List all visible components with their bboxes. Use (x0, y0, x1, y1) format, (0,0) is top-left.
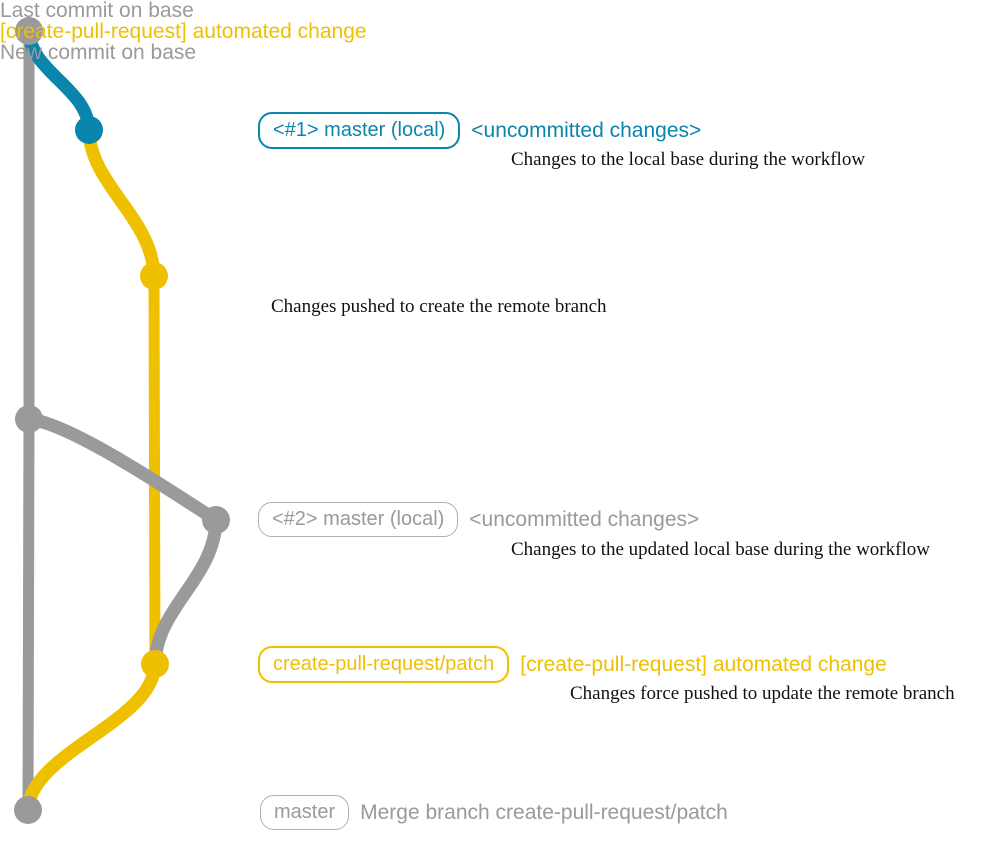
node-base-last-commit[interactable] (15, 17, 43, 45)
branch-pill-local-master-2[interactable]: <#2> master (local) (258, 502, 459, 537)
node-local-master-2[interactable] (202, 506, 230, 534)
edge-local-master-2-to-automated-change-2 (148, 513, 223, 671)
row-local-master-2: <#2> master (local) <uncommitted changes… (258, 502, 699, 537)
node-base-new-commit[interactable] (15, 405, 43, 433)
node-automated-change-2[interactable] (141, 650, 169, 678)
commit-message-local-master-1: <uncommitted changes> (471, 119, 702, 142)
commit-message-local-master-2: <uncommitted changes> (469, 508, 700, 531)
branch-pill-local-master-1[interactable]: <#1> master (local) (258, 112, 461, 149)
edge-automated-change-2-to-merge (21, 657, 162, 817)
edge-base-to-local-master-2 (22, 412, 223, 527)
node-merge-commit[interactable] (14, 796, 42, 824)
label-new-commit-on-base: New commit on base (0, 41, 197, 64)
description-local-master-1: Changes to the local base during the wor… (511, 149, 866, 170)
branch-pill-create-pull-request-patch[interactable]: create-pull-request/patch (258, 646, 510, 683)
description-automated-change-1: Changes pushed to create the remote bran… (271, 296, 607, 317)
row-local-master-1: <#1> master (local) <uncommitted changes… (258, 112, 701, 149)
label-last-commit-on-base: Last commit on base (0, 0, 194, 22)
edge-patch-branch-line (148, 270, 161, 670)
description-local-master-2: Changes to the updated local base during… (511, 539, 930, 560)
edge-master-trunk-lower (22, 413, 35, 816)
row-merge-commit: master Merge branch create-pull-request/… (260, 795, 728, 830)
commit-message-merge: Merge branch create-pull-request/patch (360, 801, 728, 824)
node-automated-change-1[interactable] (140, 262, 168, 290)
commit-message-automated-change-2: [create-pull-request] automated change (520, 653, 887, 676)
branch-pill-master[interactable]: master (260, 795, 350, 830)
node-local-master-1[interactable] (75, 116, 103, 144)
description-automated-change-2: Changes force pushed to update the remot… (570, 683, 955, 704)
commit-message-automated-change-1: [create-pull-request] automated change (0, 20, 367, 43)
edge-local-master-1-to-automated-change-1 (82, 123, 161, 283)
row-automated-change-2: create-pull-request/patch [create-pull-r… (258, 646, 887, 683)
